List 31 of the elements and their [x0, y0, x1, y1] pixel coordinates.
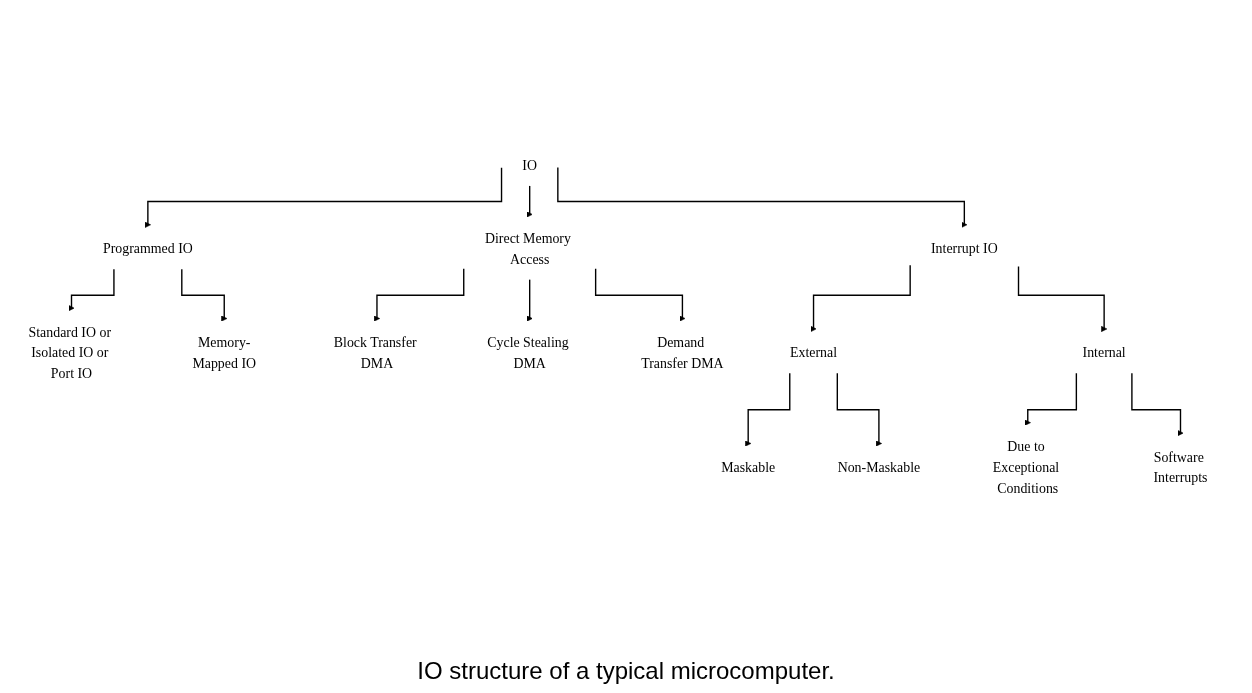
node-text: Memory-Mapped IO — [192, 334, 257, 371]
arrow — [836, 372, 882, 447]
tree-diagram: IO Programmed IO Interrupt IO Direct Memory Access Standard IO or Isolated IO or Port IO Memory-Mapped IO Block Transfer DMA Cycle Stealing DMA Demand Transfer DMA External Internal Maskable Non-Maskable Due to Exceptional Conditions Software Interrupts — [0, 0, 1252, 653]
arrow — [1017, 265, 1108, 332]
node-text: Maskable — [721, 459, 776, 475]
node-text: Interrupt IO — [930, 240, 998, 257]
node-text: Due to Exceptional Conditions — [992, 438, 1060, 496]
node-text: IO — [522, 157, 538, 173]
node-text: Demand Transfer DMA — [641, 334, 724, 371]
arrow — [526, 278, 533, 322]
caption: IO structure of a typical microcomputer. — [417, 656, 835, 686]
arrow — [594, 267, 686, 322]
arrow — [144, 167, 503, 228]
arrow — [1024, 372, 1078, 426]
arrow — [557, 166, 968, 228]
node-text: Direct Memory Access — [484, 230, 571, 267]
node-text: Cycle Stealing DMA — [487, 334, 569, 371]
arrow — [745, 372, 791, 447]
arrow — [810, 264, 911, 332]
node-text: Non-Maskable — [837, 459, 921, 475]
node-text: Software Interrupts — [1153, 449, 1208, 486]
arrow — [181, 268, 228, 322]
arrow — [1131, 372, 1184, 437]
node-text: Standard IO or Isolated IO or Port IO — [28, 324, 112, 381]
node-text: External — [790, 344, 838, 361]
node-text: Internal — [1082, 344, 1126, 361]
arrow — [68, 268, 115, 312]
node-text: Programmed IO — [102, 240, 193, 257]
arrow — [526, 185, 533, 218]
node-text: Block Transfer DMA — [333, 334, 417, 371]
arrow — [373, 267, 465, 322]
